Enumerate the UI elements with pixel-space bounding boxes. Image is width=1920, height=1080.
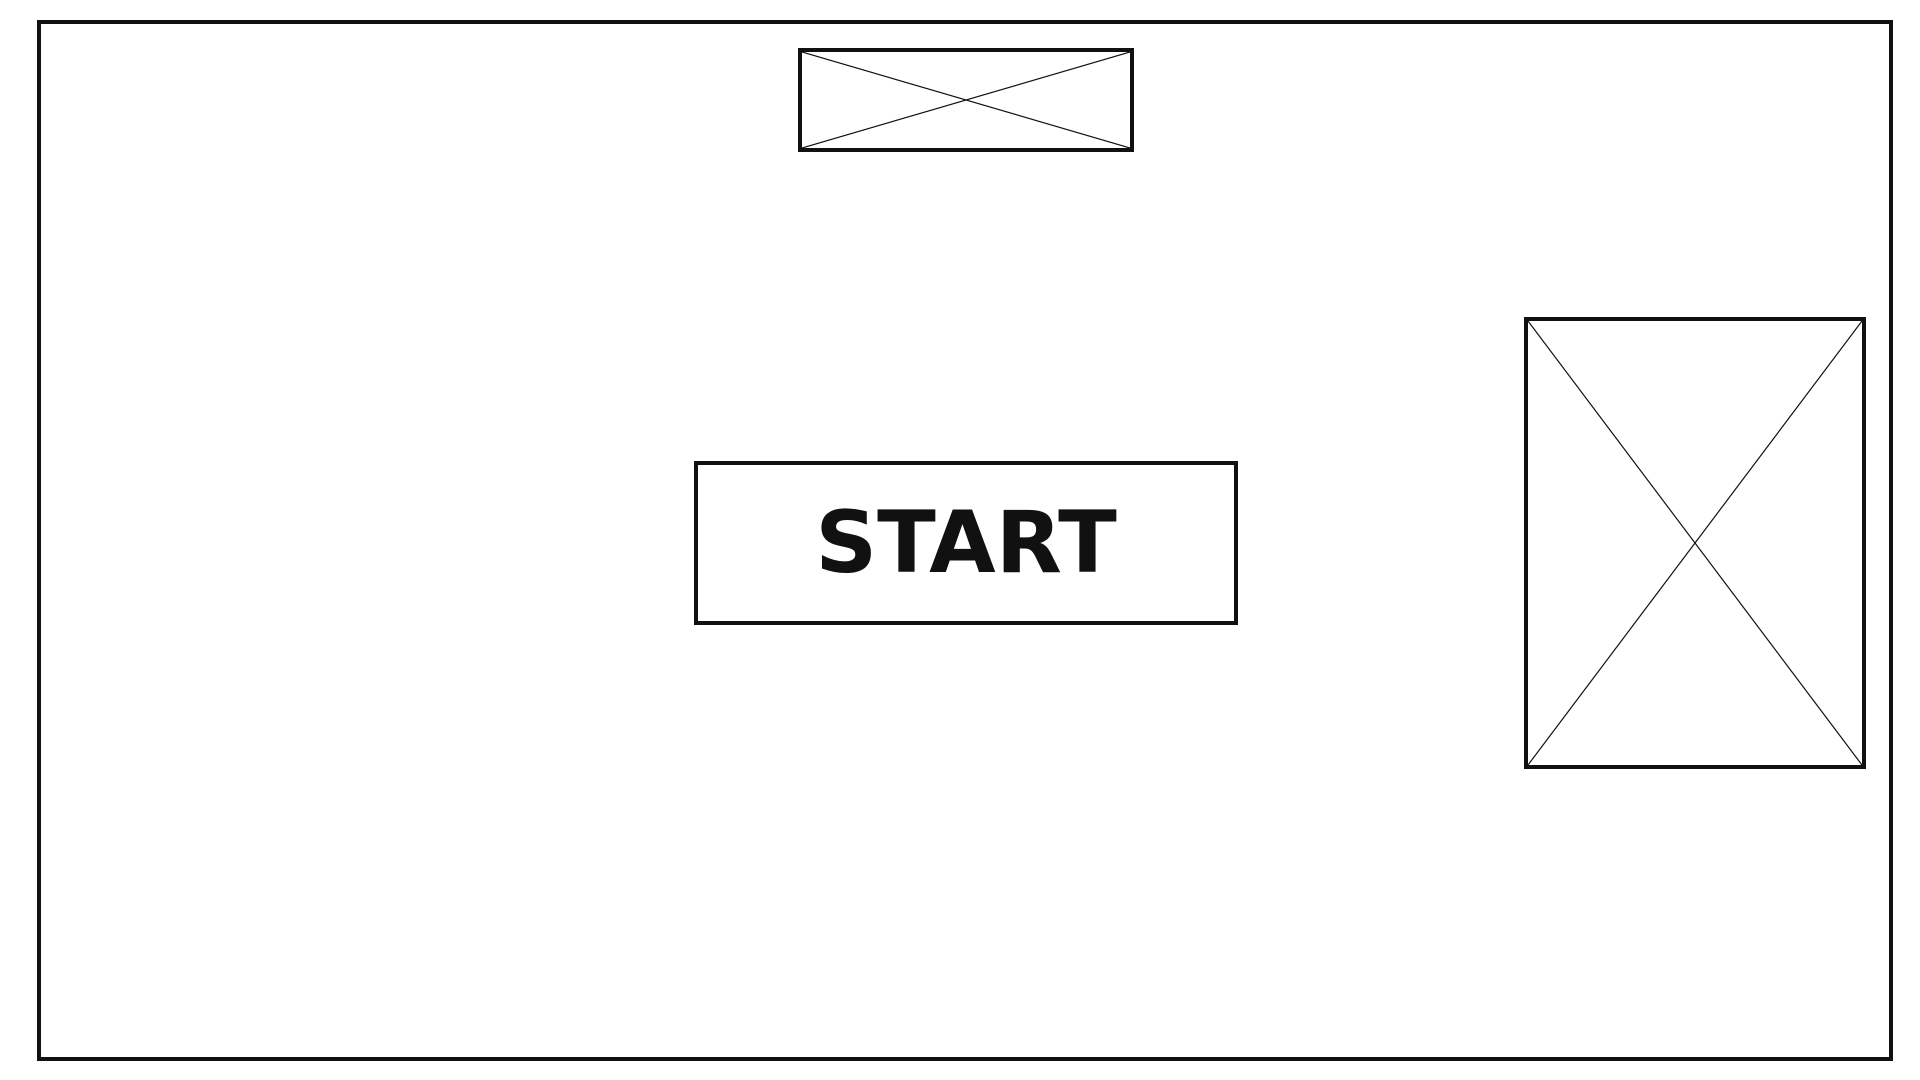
- start-button-label: START: [815, 493, 1117, 593]
- image-placeholder-icon: [802, 52, 1130, 148]
- top-image-placeholder: [798, 48, 1134, 152]
- image-placeholder-icon: [1528, 321, 1862, 765]
- start-button[interactable]: START: [694, 461, 1238, 625]
- side-image-placeholder: [1524, 317, 1866, 769]
